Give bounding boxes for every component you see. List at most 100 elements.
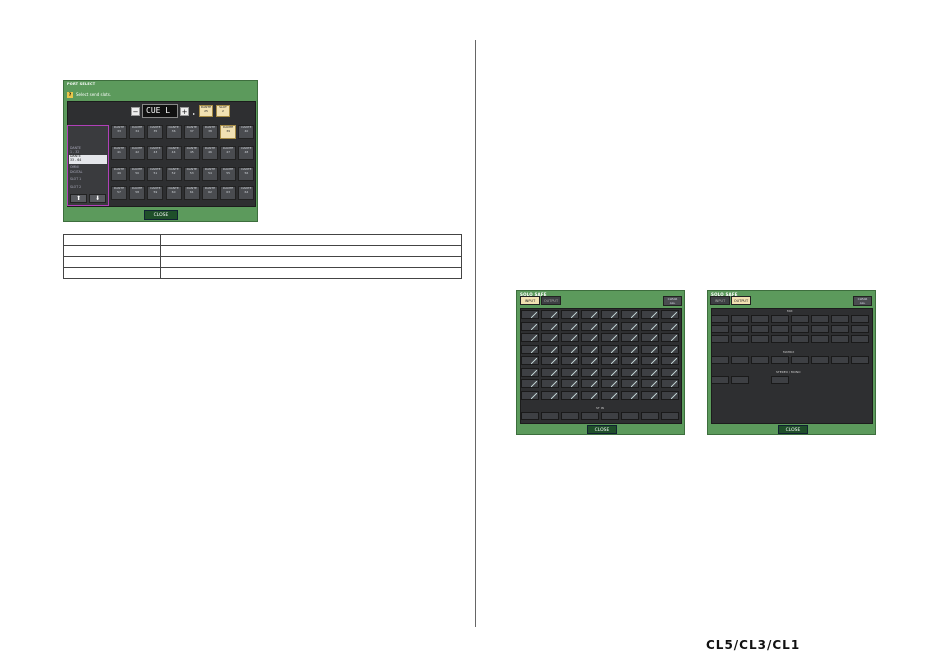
channel-safe-button[interactable] — [521, 344, 539, 354]
channel-safe-button[interactable] — [621, 367, 639, 377]
list-item-slot-2[interactable]: SLOT 2 — [70, 185, 82, 189]
channel-safe-button[interactable] — [661, 321, 679, 331]
list-item-slot-1[interactable]: SLOT 1 — [70, 177, 82, 181]
channel-safe-button[interactable] — [521, 310, 539, 319]
mix-safe-button[interactable] — [751, 315, 769, 323]
mix-safe-button[interactable] — [851, 335, 869, 343]
channel-safe-button[interactable] — [581, 379, 599, 388]
channel-safe-button[interactable] — [561, 344, 579, 354]
channel-safe-button[interactable] — [541, 390, 559, 400]
channel-safe-button[interactable] — [601, 390, 619, 400]
matrix-safe-button[interactable] — [831, 356, 849, 364]
mix-safe-button[interactable] — [751, 325, 769, 333]
channel-safe-button[interactable] — [581, 321, 599, 331]
channel-safe-button[interactable] — [541, 310, 559, 319]
channel-safe-button[interactable] — [541, 379, 559, 388]
tab-input[interactable]: INPUT — [520, 296, 540, 305]
matrix-safe-button[interactable] — [811, 356, 829, 364]
channel-safe-button[interactable] — [601, 379, 619, 388]
channel-safe-button[interactable] — [561, 367, 579, 377]
channel-safe-button[interactable] — [661, 356, 679, 365]
mix-safe-button[interactable] — [711, 335, 729, 343]
channel-safe-button[interactable] — [641, 379, 659, 388]
channel-safe-button[interactable] — [561, 333, 579, 342]
channel-safe-button[interactable] — [601, 344, 619, 354]
st-in-safe-button[interactable] — [581, 412, 599, 420]
mix-safe-button[interactable] — [811, 315, 829, 323]
channel-safe-button[interactable] — [661, 333, 679, 342]
channel-safe-button[interactable] — [541, 321, 559, 331]
channel-safe-button[interactable] — [641, 367, 659, 377]
channel-safe-button[interactable] — [621, 321, 639, 331]
matrix-safe-button[interactable] — [851, 356, 869, 364]
st-in-safe-button[interactable] — [621, 412, 639, 420]
list-item-dante-1-32[interactable]: DANTE — [70, 146, 81, 150]
channel-safe-button[interactable] — [521, 379, 539, 388]
channel-safe-button[interactable] — [581, 356, 599, 365]
matrix-safe-button[interactable] — [731, 356, 749, 364]
channel-safe-button[interactable] — [521, 356, 539, 365]
st-in-safe-button[interactable] — [561, 412, 579, 420]
channel-safe-button[interactable] — [521, 333, 539, 342]
mix-safe-button[interactable] — [851, 325, 869, 333]
channel-safe-button[interactable] — [601, 356, 619, 365]
mix-safe-button[interactable] — [791, 335, 809, 343]
channel-safe-button[interactable] — [601, 333, 619, 342]
tab-input[interactable]: INPUT — [710, 296, 730, 305]
channel-safe-button[interactable] — [521, 367, 539, 377]
close-button[interactable]: CLOSE — [144, 210, 178, 220]
channel-safe-button[interactable] — [641, 333, 659, 342]
channel-safe-button[interactable] — [561, 356, 579, 365]
stereo-r-safe-button[interactable] — [731, 376, 749, 384]
channel-safe-button[interactable] — [541, 333, 559, 342]
channel-safe-button[interactable] — [661, 379, 679, 388]
mix-safe-button[interactable] — [771, 315, 789, 323]
channel-safe-button[interactable] — [581, 310, 599, 319]
list-item-digital[interactable]: DIGITAL — [70, 170, 83, 174]
channel-safe-button[interactable] — [541, 356, 559, 365]
matrix-safe-button[interactable] — [751, 356, 769, 364]
channel-safe-button[interactable] — [661, 310, 679, 319]
channel-safe-button[interactable] — [641, 321, 659, 331]
channel-safe-button[interactable] — [661, 367, 679, 377]
scroll-down-button[interactable]: ⬇ — [89, 194, 106, 203]
mix-safe-button[interactable] — [811, 335, 829, 343]
mix-safe-button[interactable] — [791, 315, 809, 323]
channel-safe-button[interactable] — [621, 379, 639, 388]
matrix-safe-button[interactable] — [791, 356, 809, 364]
matrix-safe-button[interactable] — [711, 356, 729, 364]
channel-safe-button[interactable] — [561, 321, 579, 331]
mix-safe-button[interactable] — [791, 325, 809, 333]
mix-safe-button[interactable] — [731, 315, 749, 323]
matrix-safe-button[interactable] — [771, 356, 789, 364]
channel-safe-button[interactable] — [601, 367, 619, 377]
scroll-up-button[interactable]: ⬆ — [70, 194, 87, 203]
channel-safe-button[interactable] — [601, 310, 619, 319]
mix-safe-button[interactable] — [711, 325, 729, 333]
st-in-safe-button[interactable] — [641, 412, 659, 420]
mix-safe-button[interactable] — [731, 335, 749, 343]
channel-safe-button[interactable] — [521, 390, 539, 400]
